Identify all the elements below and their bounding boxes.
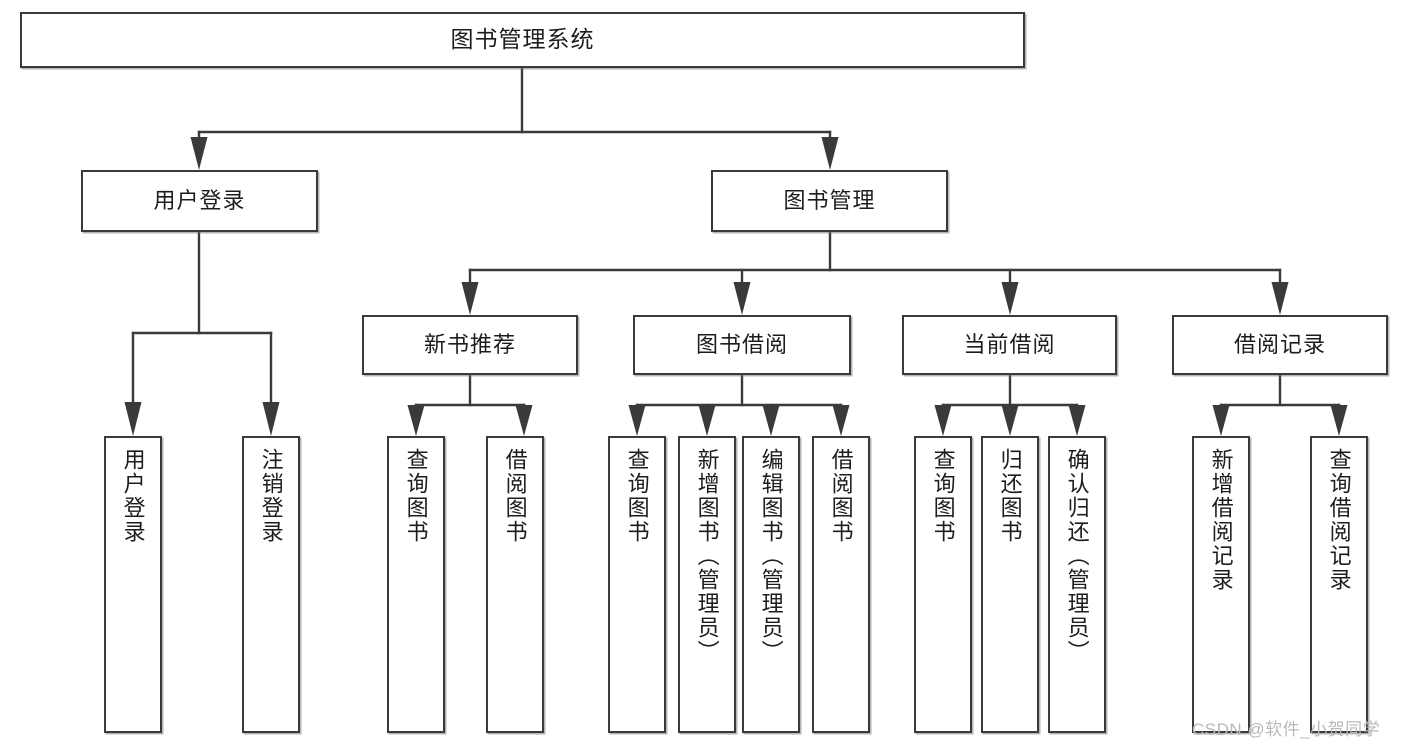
leaf-return-book[interactable]: 归还图书 [981, 436, 1039, 733]
node-label: 新书推荐 [423, 331, 516, 357]
node-label: 确认归还（管理员） [1064, 448, 1090, 664]
node-new-book-recommend[interactable]: 新书推荐 [362, 315, 578, 375]
node-user-login[interactable]: 用户登录 [81, 170, 318, 232]
leaf-query-book-current[interactable]: 查询图书 [914, 436, 972, 733]
leaf-query-book-recommend[interactable]: 查询图书 [387, 436, 445, 733]
node-root-book-management-system[interactable]: 图书管理系统 [20, 12, 1025, 68]
node-book-borrow[interactable]: 图书借阅 [633, 315, 851, 375]
node-label: 查询图书 [930, 448, 956, 544]
leaf-logout[interactable]: 注销登录 [242, 436, 300, 733]
leaf-confirm-return-admin[interactable]: 确认归还（管理员） [1048, 436, 1106, 733]
arrow-heads [124, 137, 1348, 436]
node-label: 查询图书 [624, 448, 650, 544]
leaf-edit-book-admin[interactable]: 编辑图书（管理员） [742, 436, 800, 733]
node-book-management[interactable]: 图书管理 [711, 170, 948, 232]
node-label: 新增借阅记录 [1208, 448, 1234, 592]
node-label: 注销登录 [258, 448, 284, 544]
leaf-query-borrow-record[interactable]: 查询借阅记录 [1310, 436, 1368, 733]
node-label: 新增图书（管理员） [694, 448, 720, 664]
leaf-query-book-borrow[interactable]: 查询图书 [608, 436, 666, 733]
node-label: 用户登录 [153, 187, 246, 213]
node-current-borrow[interactable]: 当前借阅 [902, 315, 1117, 375]
node-label: 借阅记录 [1233, 331, 1326, 357]
leaf-add-borrow-record[interactable]: 新增借阅记录 [1192, 436, 1250, 733]
leaf-add-book-admin[interactable]: 新增图书（管理员） [678, 436, 736, 733]
node-label: 图书管理系统 [450, 26, 595, 53]
node-label: 查询借阅记录 [1326, 448, 1352, 592]
node-label: 当前借阅 [963, 331, 1056, 357]
node-label: 借阅图书 [502, 448, 528, 544]
node-label: 用户登录 [120, 448, 146, 544]
node-label: 编辑图书（管理员） [758, 448, 784, 664]
node-label: 归还图书 [997, 448, 1023, 544]
leaf-user-login[interactable]: 用户登录 [104, 436, 162, 733]
node-borrow-record[interactable]: 借阅记录 [1172, 315, 1388, 375]
node-label: 查询图书 [403, 448, 429, 544]
node-label: 图书借阅 [695, 331, 788, 357]
leaf-borrow-book[interactable]: 借阅图书 [812, 436, 870, 733]
node-label: 图书管理 [783, 187, 876, 213]
node-label: 借阅图书 [828, 448, 854, 544]
leaf-borrow-book-recommend[interactable]: 借阅图书 [486, 436, 544, 733]
